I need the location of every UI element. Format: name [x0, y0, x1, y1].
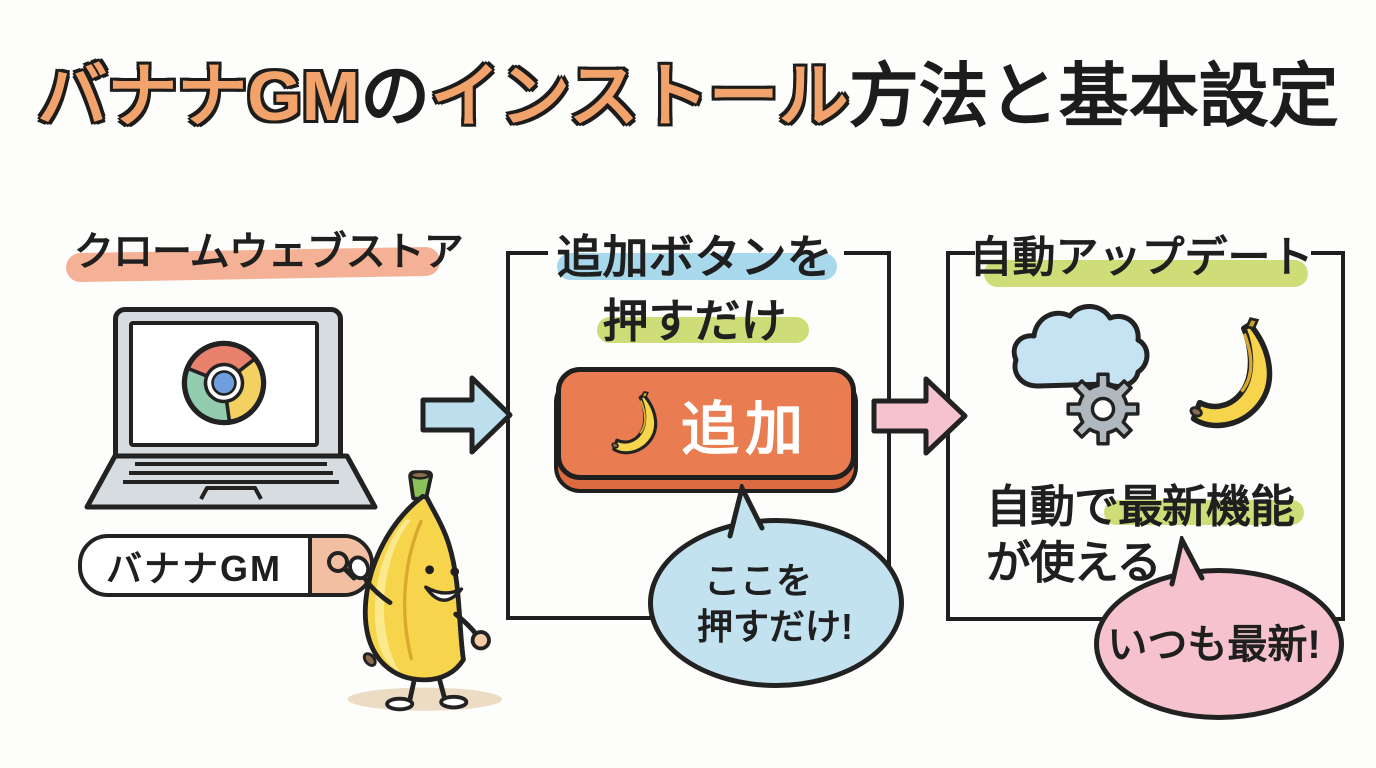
step3-heading: 自動アップデート: [969, 234, 1314, 282]
add-button-banana-icon: [611, 390, 658, 454]
step2-heading-line1: 追加ボタンを: [556, 231, 833, 283]
step2-bubble-tail: [727, 484, 766, 542]
step2-heading-highlight-green: [597, 317, 809, 343]
laptop-frame: [113, 307, 343, 467]
add-button[interactable]: 追加: [556, 367, 856, 480]
laptop-base: [84, 453, 378, 510]
title-seg-product-name: バナナGM: [37, 57, 361, 135]
chrome-logo-icon: [181, 340, 267, 426]
step3-desc-highlighted-text: 最新機能: [1118, 481, 1295, 532]
mascot-smile: [424, 585, 464, 602]
step3-heading-highlight: [984, 260, 1308, 287]
cloud-icon: [1011, 304, 1150, 389]
step2-bubble-line1: ここを: [704, 560, 813, 601]
gear-icon: [1066, 372, 1140, 446]
banana-mascot-icon: [347, 470, 503, 712]
page-title: バナナGMのインストール方法と基本設定: [0, 40, 1376, 141]
mascot-shadow: [347, 687, 503, 711]
step3-desc-line1: 自動で最新機能: [986, 470, 1295, 535]
title-seg-install: インストール: [430, 57, 849, 135]
step1-label: クロームウェブストア: [74, 230, 464, 274]
trackpad-notch: [199, 486, 263, 500]
laptop-display: [129, 321, 319, 447]
title-seg-no: の: [360, 57, 431, 135]
pink-arrow-icon: [871, 376, 968, 456]
step3-desc-line2: が使える: [986, 537, 1162, 588]
step3-bubble-label: いつも最新!: [1107, 623, 1321, 667]
step3-bubble-tail: [1169, 536, 1206, 590]
step2-speech-bubble: [648, 518, 904, 688]
step3-banana-icon: [1189, 317, 1273, 429]
step3-desc-pre: 自動で: [986, 481, 1119, 532]
blue-arrow-icon: [420, 375, 513, 455]
step2-heading-line2: 押すだけ: [602, 295, 787, 347]
step2-bubble-line2: 押すだけ!: [697, 606, 853, 647]
search-input-value: バナナGM: [106, 547, 282, 589]
title-seg-method: 方法と基本設定: [848, 57, 1339, 135]
step2-heading-highlight-blue: [557, 253, 837, 280]
search-bar[interactable]: バナナGM: [78, 534, 374, 597]
step3-speech-bubble: [1094, 568, 1344, 720]
step3-desc-highlight-bar: [1104, 500, 1304, 525]
add-button-label: 追加: [680, 396, 809, 462]
